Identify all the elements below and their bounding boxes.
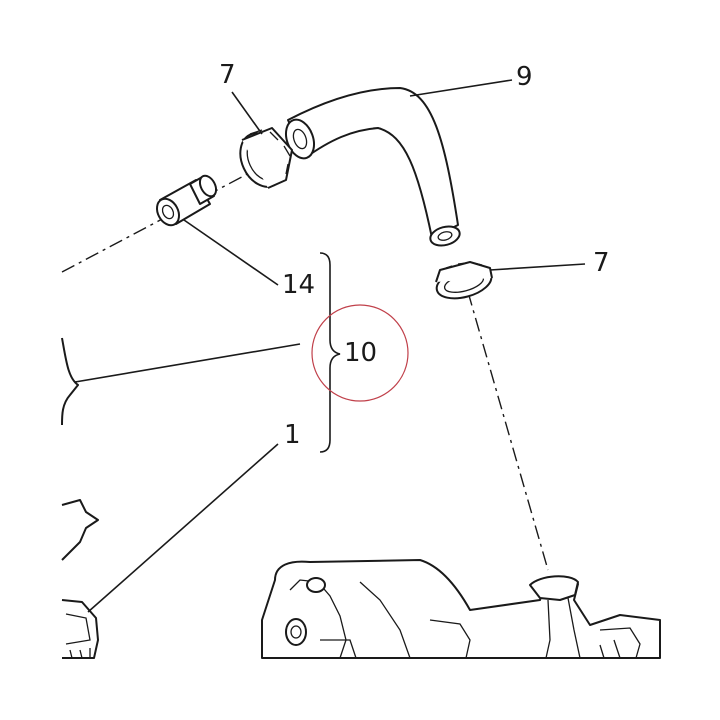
- callout-clamp-upper: 7: [219, 60, 236, 90]
- leader-engine-case: [87, 443, 279, 613]
- callout-clamp-lower: 7: [593, 248, 610, 278]
- highlight-circle: [311, 304, 409, 402]
- callout-hose: 9: [516, 62, 533, 92]
- callout-engine-case: 1: [284, 420, 301, 450]
- centerline-fitting: [61, 169, 256, 273]
- engine-case-part: [61, 337, 99, 659]
- leader-clamp-lower: [489, 263, 586, 271]
- clamp-upper-part: [239, 127, 293, 189]
- clamp-lower-part: [435, 261, 493, 300]
- leader-fitting: [183, 219, 279, 286]
- casting-part: [261, 559, 661, 659]
- hose-part: [284, 87, 461, 247]
- leader-clamp-upper: [231, 91, 263, 135]
- fitting-part: [155, 174, 218, 227]
- leader-kit: [74, 343, 301, 383]
- kit-brace: [319, 252, 341, 453]
- callout-kit: 10: [344, 338, 378, 368]
- leader-hose: [409, 79, 513, 97]
- callout-fitting: 14: [282, 270, 316, 300]
- centerline-lower: [467, 291, 549, 571]
